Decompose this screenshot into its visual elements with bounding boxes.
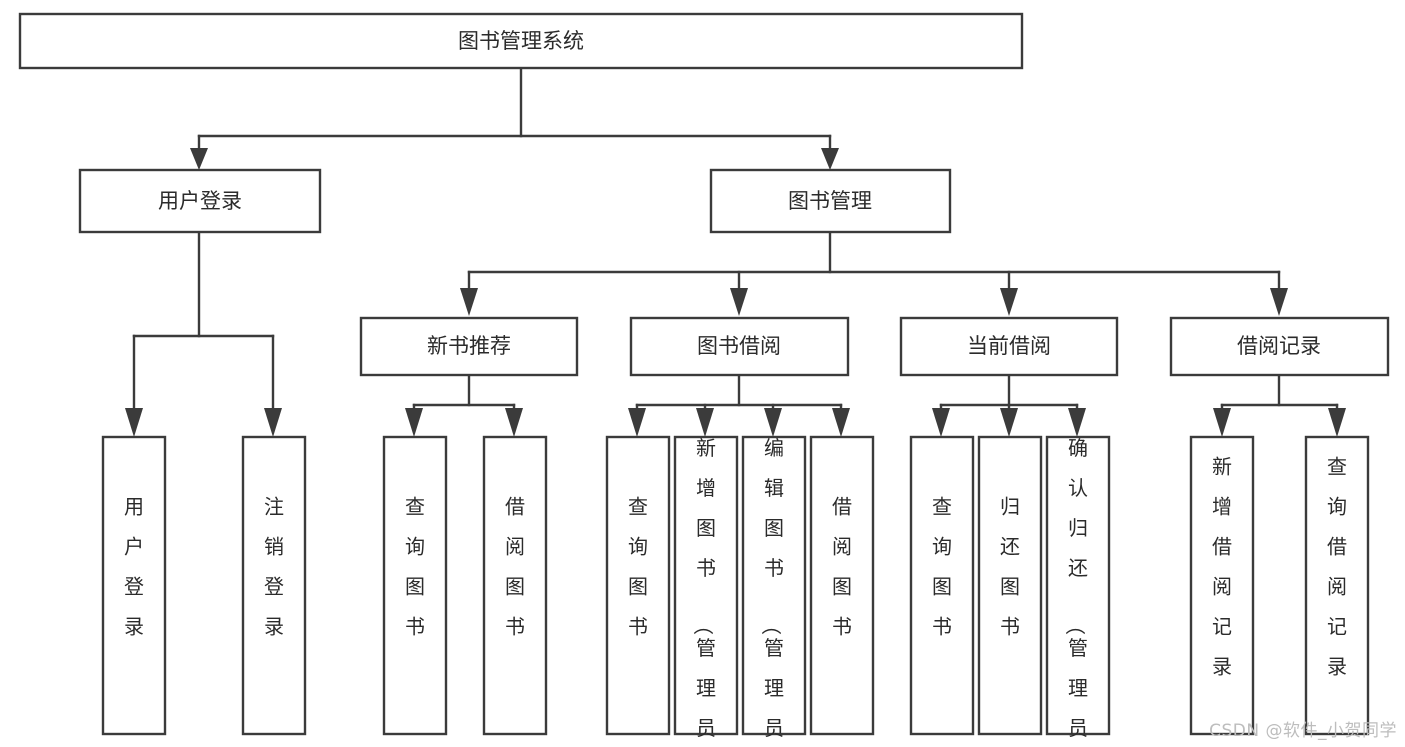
node-root-label: 图书管理系统 xyxy=(458,29,584,53)
leaf-label-borrow-book-1: 借阅图书 xyxy=(505,495,525,639)
arrow-head-leaf-borrow-book-2 xyxy=(832,408,850,437)
leaf-label-query-book-2: 查询图书 xyxy=(628,495,648,639)
node-leaf-add-record[interactable]: 新增借阅记录 xyxy=(1189,435,1255,736)
arrow-head-user-login xyxy=(190,148,208,170)
leaf-box-edit-book[interactable] xyxy=(741,435,807,736)
node-leaf-borrow-book-1[interactable]: 借阅图书 xyxy=(482,435,548,736)
connector-group-book-borrow xyxy=(628,373,850,437)
leaf-label-edit-book: 编辑图书（管理员） xyxy=(759,436,784,747)
node-book-borrow-label: 图书借阅 xyxy=(697,334,781,358)
leaf-box-borrow-book-1[interactable] xyxy=(482,435,548,736)
node-leaf-edit-book[interactable]: 编辑图书（管理员） xyxy=(741,435,807,747)
arrow-head-book-borrow xyxy=(730,288,748,316)
connector-group-borrow-record xyxy=(1213,373,1346,437)
node-borrow-record-label: 借阅记录 xyxy=(1237,334,1321,358)
leaf-label-confirm-return: 确认归还（管理员） xyxy=(1063,436,1088,747)
leaf-box-add-book[interactable] xyxy=(673,435,739,736)
arrow-head-leaf-query-book-3 xyxy=(932,408,950,437)
leaf-box-return-book[interactable] xyxy=(977,435,1043,736)
connector-group-book-manage xyxy=(460,230,1288,316)
node-book-manage-box[interactable] xyxy=(709,168,952,234)
node-current-borrow-box[interactable] xyxy=(899,316,1119,377)
leaf-label-query-book-1: 查询图书 xyxy=(405,495,425,639)
node-leaf-return-book[interactable]: 归还图书 xyxy=(977,435,1043,736)
node-leaf-query-book-2[interactable]: 查询图书 xyxy=(605,435,671,736)
node-user-login[interactable]: 用户登录 xyxy=(78,168,322,234)
node-current-borrow[interactable]: 当前借阅 xyxy=(899,316,1119,377)
node-borrow-record-box[interactable] xyxy=(1169,316,1390,377)
node-user-login-label: 用户登录 xyxy=(158,189,242,213)
node-leaf-user-logout[interactable]: 注销登录 xyxy=(241,435,307,736)
node-root[interactable]: 图书管理系统 xyxy=(18,12,1024,70)
node-current-borrow-label: 当前借阅 xyxy=(967,334,1051,358)
connector-group-root xyxy=(190,66,839,170)
connector-group-current-borrow xyxy=(932,373,1086,437)
node-book-manage-label: 图书管理 xyxy=(788,189,872,213)
leaf-box-query-record[interactable] xyxy=(1304,435,1370,736)
arrow-head-new-book-recommend xyxy=(460,288,478,316)
node-book-borrow[interactable]: 图书借阅 xyxy=(629,316,850,377)
node-leaf-query-book-3[interactable]: 查询图书 xyxy=(909,435,975,736)
node-leaf-query-record[interactable]: 查询借阅记录 xyxy=(1304,435,1370,736)
leaf-label-add-record: 新增借阅记录 xyxy=(1212,455,1232,679)
leaf-label-query-book-3: 查询图书 xyxy=(932,495,952,639)
arrow-head-leaf-query-book-2 xyxy=(628,408,646,437)
leaf-box-borrow-book-2[interactable] xyxy=(809,435,875,736)
arrow-head-leaf-user-logout xyxy=(264,408,282,437)
leaf-label-user-logout: 注销登录 xyxy=(264,495,284,639)
node-book-borrow-box[interactable] xyxy=(629,316,850,377)
arrow-head-borrow-record xyxy=(1270,288,1288,316)
arrow-head-book-manage xyxy=(821,148,839,170)
leaf-label-add-book: 新增图书（管理员） xyxy=(691,436,716,747)
leaf-label-return-book: 归还图书 xyxy=(1000,495,1020,639)
node-user-login-box[interactable] xyxy=(78,168,322,234)
arrow-head-leaf-add-record xyxy=(1213,408,1231,437)
arrow-head-leaf-add-book xyxy=(696,408,714,437)
node-leaf-add-book[interactable]: 新增图书（管理员） xyxy=(673,435,739,747)
node-leaf-borrow-book-2[interactable]: 借阅图书 xyxy=(809,435,875,736)
leaf-box-query-book-1[interactable] xyxy=(382,435,448,736)
node-new-book-recommend-box[interactable] xyxy=(359,316,579,377)
connector-group-user-login xyxy=(125,230,282,437)
leaf-label-borrow-book-2: 借阅图书 xyxy=(832,495,852,639)
arrow-head-leaf-edit-book xyxy=(764,408,782,437)
arrow-head-leaf-borrow-book-1 xyxy=(505,408,523,437)
leaf-box-confirm-return[interactable] xyxy=(1045,435,1111,736)
leaf-box-add-record[interactable] xyxy=(1189,435,1255,736)
leaf-label-user-login: 用户登录 xyxy=(124,495,144,639)
arrow-head-leaf-query-record xyxy=(1328,408,1346,437)
arrow-head-leaf-user-login xyxy=(125,408,143,437)
leaf-label-query-record: 查询借阅记录 xyxy=(1327,455,1347,679)
node-root-box[interactable] xyxy=(18,12,1024,70)
node-leaf-confirm-return[interactable]: 确认归还（管理员） xyxy=(1045,435,1111,747)
node-leaf-query-book-1[interactable]: 查询图书 xyxy=(382,435,448,736)
node-leaf-user-login[interactable]: 用户登录 xyxy=(101,435,167,736)
node-book-manage[interactable]: 图书管理 xyxy=(709,168,952,234)
leaf-box-query-book-2[interactable] xyxy=(605,435,671,736)
arrow-head-current-borrow xyxy=(1000,288,1018,316)
leaf-box-user-login[interactable] xyxy=(101,435,167,736)
leaf-box-query-book-3[interactable] xyxy=(909,435,975,736)
node-borrow-record[interactable]: 借阅记录 xyxy=(1169,316,1390,377)
leaf-box-user-logout[interactable] xyxy=(241,435,307,736)
arrow-head-leaf-confirm-return xyxy=(1068,408,1086,437)
node-new-book-recommend-label: 新书推荐 xyxy=(427,334,511,358)
node-new-book-recommend[interactable]: 新书推荐 xyxy=(359,316,579,377)
arrow-head-leaf-return-book xyxy=(1000,408,1018,437)
arrow-head-leaf-query-book-1 xyxy=(405,408,423,437)
connector-group-new-book-recommend xyxy=(405,373,523,437)
